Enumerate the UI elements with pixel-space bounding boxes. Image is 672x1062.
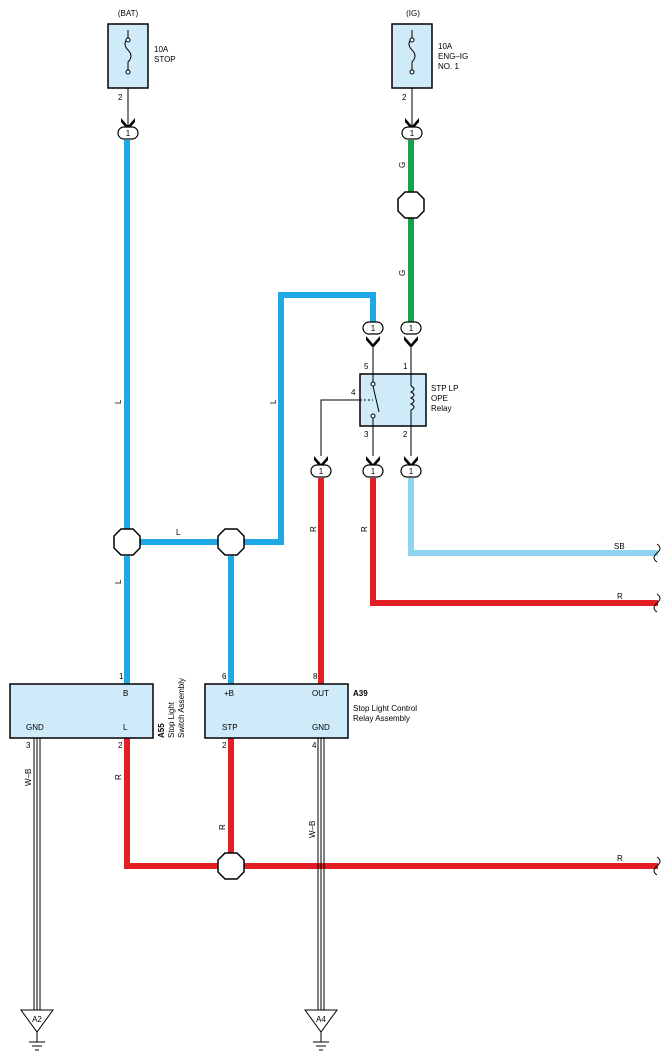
relay-pin-1: 1: [403, 362, 408, 371]
connector-relay-4: 1: [310, 456, 332, 478]
wire-label-wb-2: W–B: [308, 821, 317, 838]
wire-wb-a55: [33, 738, 41, 1010]
fuse-stop-source: (BAT): [118, 9, 139, 18]
connector-relay-1: 1: [400, 321, 422, 348]
a55-term-l: L: [123, 723, 128, 732]
wire-l-to-relay: [278, 292, 376, 542]
a39-pin-b: 6: [222, 672, 227, 681]
wire-r-bottom: [124, 738, 658, 869]
junction-l-right: [217, 528, 245, 556]
wire-label-r-4: R: [114, 774, 123, 780]
a55-pin-gnd: 3: [26, 741, 31, 750]
connector-pin: 1: [409, 324, 414, 333]
relay-pin-2: 2: [403, 430, 408, 439]
ground-a4-label: A4: [316, 1015, 326, 1024]
wire-end-sb: [653, 543, 661, 563]
wire-label-r-5: R: [218, 824, 227, 830]
relay-pin-5: 5: [364, 362, 369, 371]
junction-r-bottom: [217, 852, 245, 880]
a39-stop-light-control-relay: 6 8 +B OUT STP GND 2 4 A39 Stop Light Co…: [204, 672, 417, 750]
relay-name-1: STP LP: [431, 384, 458, 393]
fuse-engig-name-1: ENG–IG: [438, 52, 468, 61]
a39-pin-stp: 2: [222, 741, 227, 750]
wire-sb: [408, 478, 658, 556]
fuse-engig-source: (IG): [406, 9, 420, 18]
wire-r-relay-out: [370, 478, 658, 606]
fuse-eng-ig: (IG) 10A ENG–IG NO. 1 2: [391, 9, 468, 126]
connector-relay-3: 1: [362, 456, 384, 478]
wire-label-r-6: R: [617, 854, 623, 863]
fuse-stop-rating: 10A: [154, 45, 169, 54]
stp-lp-ope-relay: 5 1 4 3 2 STP LP OPE Relay: [351, 348, 458, 456]
relay-pin4-lead: [320, 399, 360, 456]
relay-pin-3: 3: [364, 430, 369, 439]
wire-label-l-1: L: [114, 399, 123, 404]
a39-code: A39: [353, 689, 368, 698]
wire-label-r-1: R: [309, 526, 318, 532]
fuse-engig-rating: 10A: [438, 42, 453, 51]
a55-pin-l: 2: [118, 741, 123, 750]
connector-relay-2: 1: [400, 456, 422, 478]
wire-label-g-1: G: [398, 162, 407, 168]
junction-l-left: [113, 528, 141, 556]
fuse-engig-pin: 2: [402, 93, 407, 102]
ground-a4: A4: [304, 1009, 338, 1051]
a55-pin-b: 1: [119, 672, 124, 681]
connector-pin: 1: [371, 467, 376, 476]
connector-pin: 1: [409, 467, 414, 476]
wire-label-l-2: L: [269, 399, 278, 404]
wire-end-r1: [653, 593, 661, 613]
wire-label-l-3: L: [176, 528, 181, 537]
a39-term-b: +B: [224, 689, 234, 698]
relay-name-3: Relay: [431, 404, 451, 413]
a39-pin-gnd: 4: [312, 741, 317, 750]
junction-g: [397, 191, 425, 219]
wire-label-r-2: R: [360, 526, 369, 532]
ground-a2: A2: [20, 1009, 54, 1051]
wire-label-g-2: G: [398, 270, 407, 276]
fuse-engig-name-2: NO. 1: [438, 62, 459, 71]
wire-label-sb: SB: [614, 542, 625, 551]
a55-term-b: B: [123, 689, 128, 698]
wire-label-r-3: R: [617, 592, 623, 601]
connector-engig-out: 1: [401, 118, 423, 140]
connector-pin: 1: [371, 324, 376, 333]
ground-a2-label: A2: [32, 1015, 42, 1024]
connector-pin: 1: [319, 467, 324, 476]
relay-name-2: OPE: [431, 394, 448, 403]
a55-name-2: Switch Assembly: [177, 678, 186, 738]
a55-name-1: Stop Light: [167, 701, 176, 738]
wire-label-wb-1: W–B: [24, 769, 33, 786]
a39-name-2: Relay Assembly: [353, 714, 410, 723]
a55-stop-light-switch: 1 B GND L 3 2 A55 Stop Light Switch Asse…: [9, 672, 186, 750]
connector-relay-5: 1: [362, 321, 384, 348]
wire-end-r2: [653, 856, 661, 876]
a39-name-1: Stop Light Control: [353, 704, 417, 713]
a55-code: A55: [157, 723, 166, 738]
relay-pin-4: 4: [351, 388, 356, 397]
a39-term-stp: STP: [222, 723, 238, 732]
connector-stop-out: 1: [117, 118, 139, 140]
a55-term-gnd: GND: [26, 723, 44, 732]
connector-pin: 1: [410, 129, 415, 138]
fuse-stop-pin: 2: [118, 93, 123, 102]
connector-pin: 1: [126, 129, 131, 138]
a39-pin-out: 8: [313, 672, 318, 681]
wire-wb-a39: [317, 738, 325, 1010]
fuse-stop-name: STOP: [154, 55, 176, 64]
fuse-stop: (BAT) 10A STOP 2: [107, 9, 176, 126]
a39-term-out: OUT: [312, 689, 329, 698]
a39-term-gnd: GND: [312, 723, 330, 732]
wire-label-l-4: L: [114, 579, 123, 584]
